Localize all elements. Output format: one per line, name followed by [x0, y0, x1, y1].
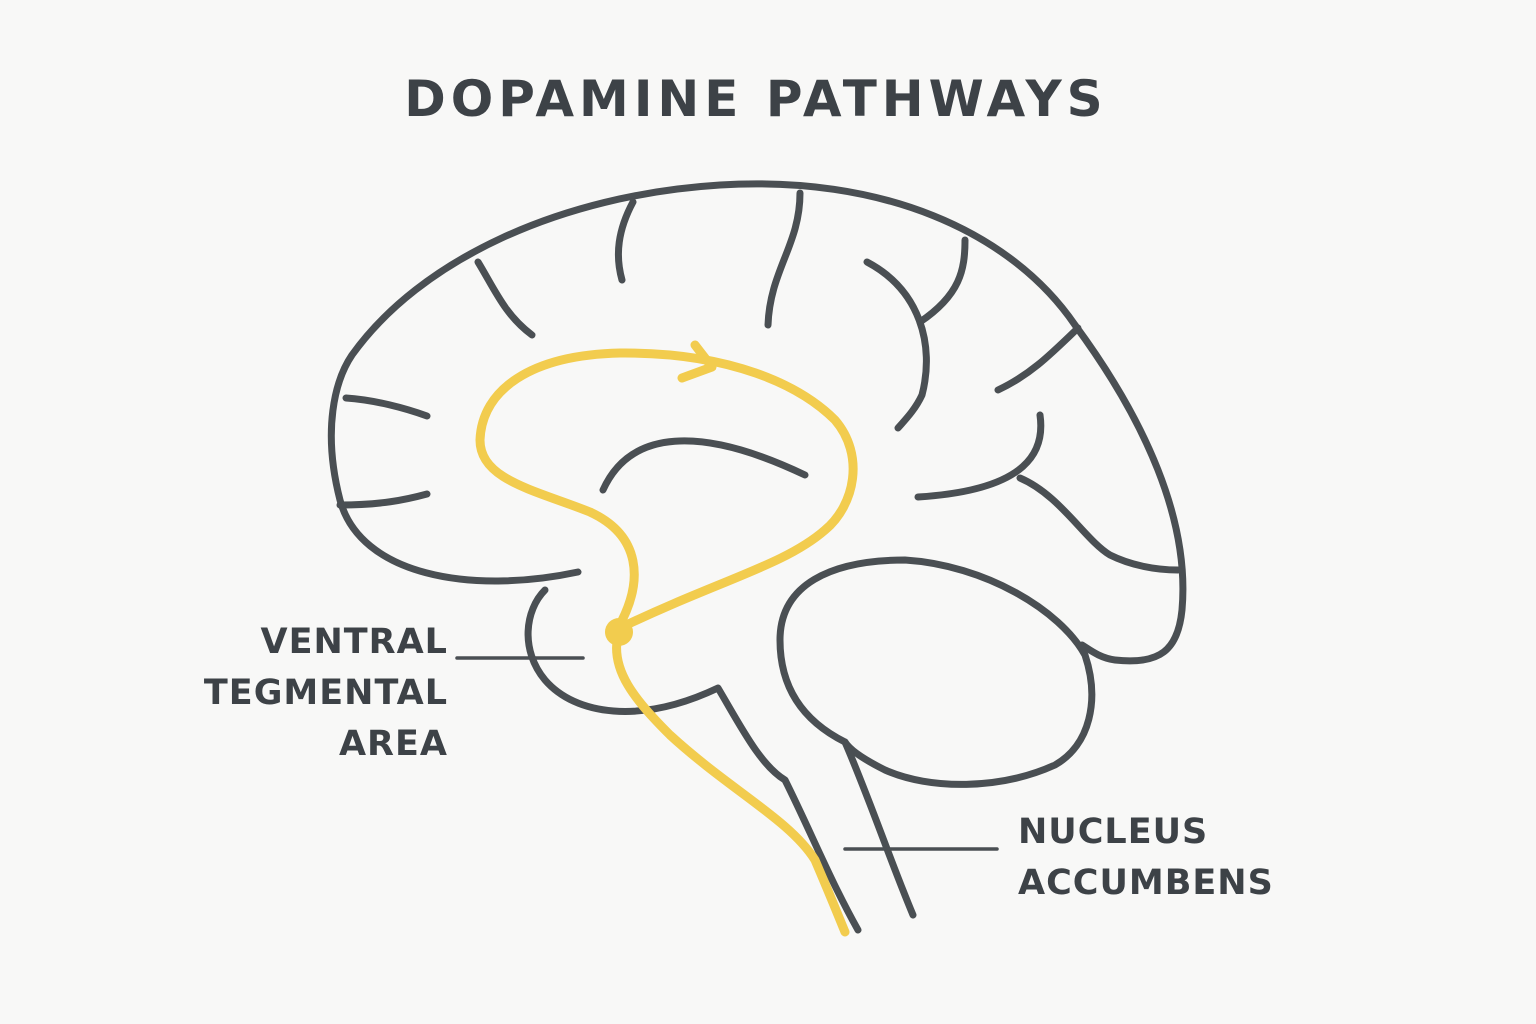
dopamine-pathway	[475, 340, 858, 937]
label-ventral-tegmental-area: VENTRAL TEGMENTAL AREA	[204, 617, 448, 770]
brain-outline	[327, 180, 1187, 934]
sulcus	[1016, 474, 1182, 574]
sulcus	[342, 394, 431, 420]
cerebellum	[776, 556, 1096, 788]
pathway-arrow-icon	[677, 340, 717, 383]
label-nucleus-accumbens: NUCLEUS ACCUMBENS	[1018, 807, 1274, 909]
sulcus	[916, 236, 969, 326]
label-line: TEGMENTAL	[203, 673, 448, 713]
label-line: NUCLEUS	[1018, 812, 1209, 852]
corpus-callosum	[599, 437, 809, 494]
brainstem-back	[841, 738, 917, 919]
label-line: AREA	[338, 724, 448, 764]
page-title: DOPAMINE PATHWAYS	[404, 70, 1108, 128]
sulcus	[863, 258, 930, 432]
sulcus	[614, 198, 637, 284]
sulcus	[474, 258, 536, 339]
sulcus	[336, 490, 431, 509]
mesocortical-pathway	[475, 348, 858, 633]
sulcus	[914, 411, 1045, 501]
label-line: VENTRAL	[260, 622, 448, 662]
leader-lines	[455, 656, 999, 851]
label-line: ACCUMBENS	[1018, 863, 1274, 903]
sulcus	[764, 189, 804, 329]
brainstem-front	[524, 586, 862, 934]
descending-pathway	[612, 630, 850, 937]
cerebrum-contour	[327, 180, 1187, 665]
sulcus	[994, 324, 1082, 394]
vta-node	[605, 618, 633, 646]
